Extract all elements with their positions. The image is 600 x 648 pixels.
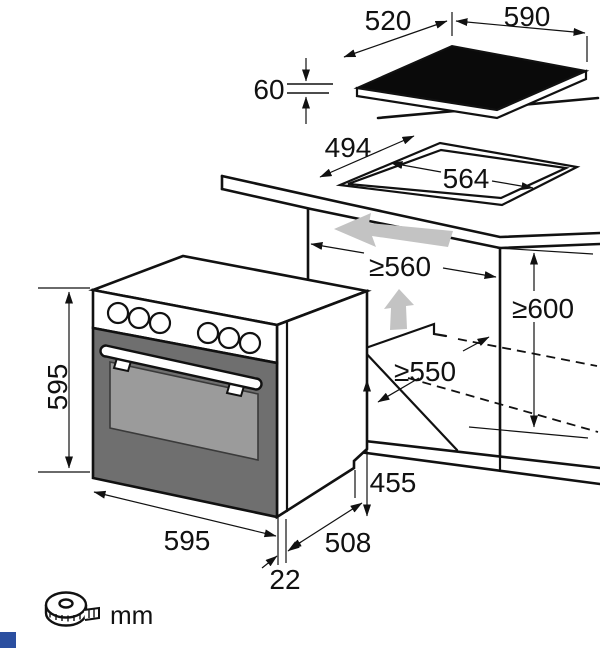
gray-up-arrow [384,289,414,330]
oven-side [275,289,369,520]
control-knobs [106,301,262,355]
hidden-edge-diagonal [407,377,599,433]
knob-icon [217,326,241,350]
tape-measure-icon [44,591,100,627]
oven [88,254,372,520]
door-handle [99,344,263,398]
legend: mm [0,591,153,648]
knob-icon [127,306,151,330]
dim-hob-height: 60 [253,74,284,105]
door-window [109,361,259,461]
knob-icon [106,301,130,325]
dim-door-depth: 22 [269,564,300,595]
knob-icon [196,321,220,345]
dim-cutout-depth: 494 [325,132,372,163]
brand-blue-square [0,632,16,648]
dimensions: 520 590 60 494 564 ≥560 ≥600 ≥550 595 59… [38,1,594,595]
dim-hob-width: 590 [504,1,551,32]
knob-icon [148,311,172,335]
gray-slide-in-arrow [334,213,453,247]
dim-oven-width: 595 [164,525,211,556]
dim-niche-height: ≥600 [512,293,574,324]
dim-cutout-width: 564 [443,163,490,194]
hob [353,44,590,120]
dim-body-depth: 508 [325,527,372,558]
dim-hob-depth: 520 [365,5,412,36]
dim-oven-height: 595 [42,364,73,411]
dim-niche-width: ≥560 [369,251,431,282]
knob-icon [238,331,262,355]
dim-rear-height: 455 [370,467,417,498]
countertop [220,96,600,250]
hob-edge [355,69,588,120]
dim-niche-depth: ≥550 [394,356,456,387]
unit-label: mm [110,600,153,630]
